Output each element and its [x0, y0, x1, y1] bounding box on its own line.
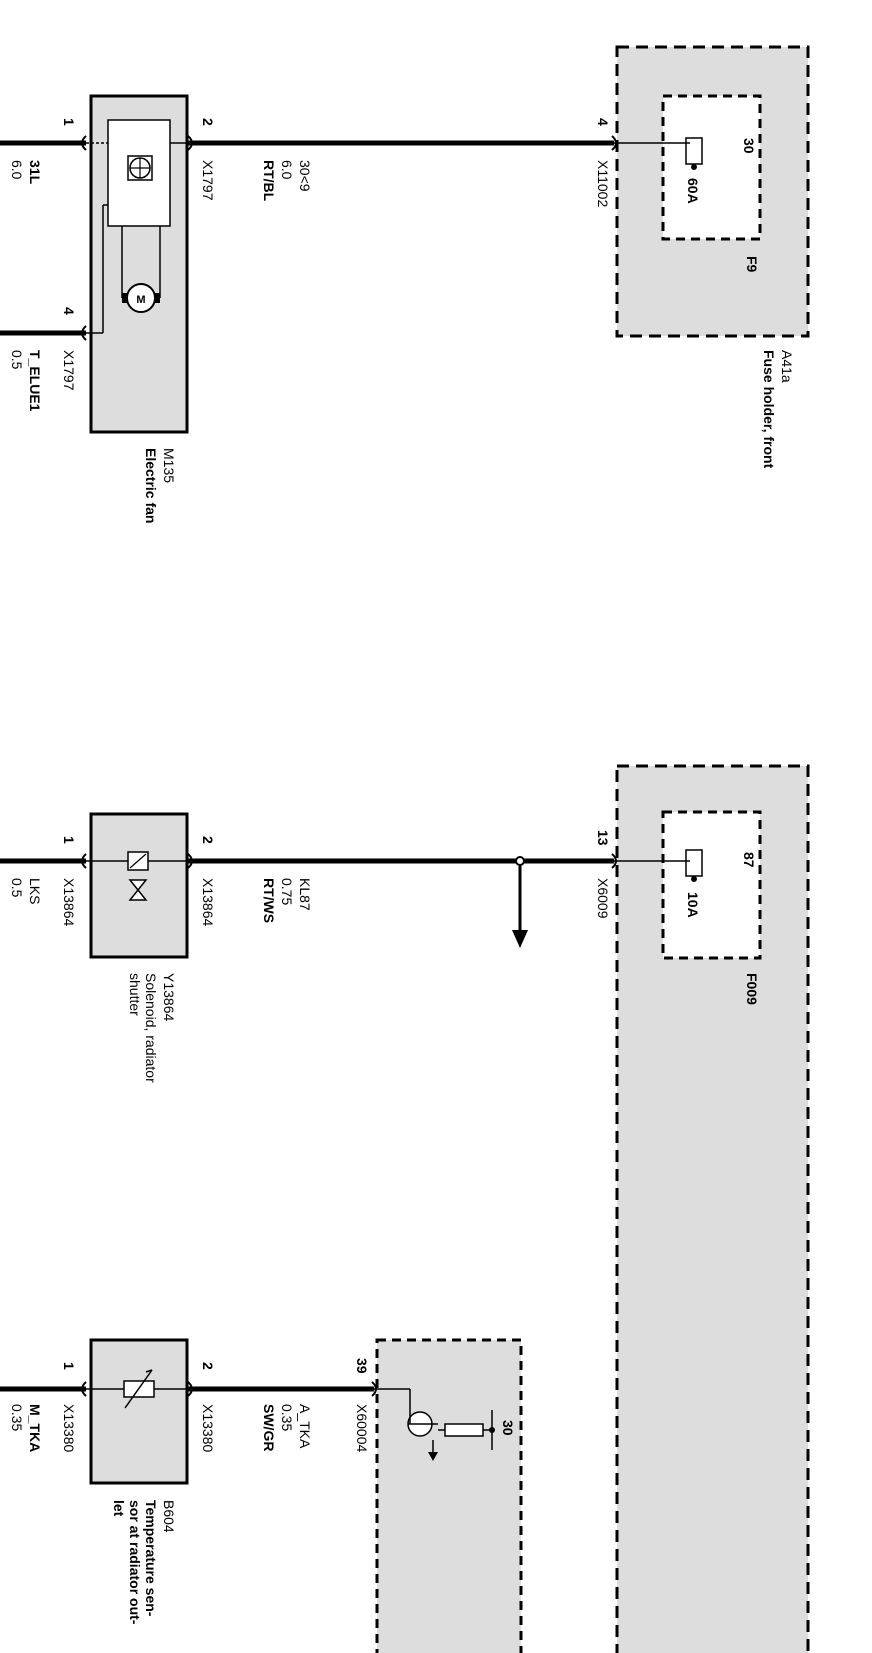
wire-31l-signal: 31L [27, 160, 43, 185]
wire-kl87-signal: KL87 [297, 878, 313, 911]
solenoid-pin-2: 2 [200, 836, 216, 844]
solenoid-id: Y13864 [161, 973, 177, 1021]
pin-markers [81, 135, 617, 1397]
fan-relay-square [127, 155, 153, 181]
fuse-holder-id: A41a [779, 350, 795, 383]
fan-id: M135 [161, 448, 177, 483]
sensor-name-3: let [111, 1500, 127, 1517]
sensor-id: B604 [161, 1500, 177, 1533]
temp-sensor-component [89, 1338, 189, 1485]
labels: 4 X11002 30 60A F9 A41a Fuse holder, fro… [9, 118, 795, 1625]
splice-dot [515, 856, 525, 866]
wire-31l-size: 6.0 [9, 160, 25, 180]
solenoid-pin-1: 1 [61, 836, 77, 844]
wire-a-tka-signal: A_TKA [297, 1404, 313, 1449]
fuse-f009-terminal: 87 [741, 852, 757, 868]
fuse-f009-rating: 10A [685, 892, 701, 918]
fuse-f009-icon [685, 849, 703, 877]
down-arrow-icon [512, 930, 528, 948]
wire-m-tka-size: 0.35 [9, 1404, 25, 1431]
pin-13-fuse: 13 [595, 830, 611, 846]
fuse-holder-name: Fuse holder, front [761, 350, 777, 469]
ecu-terminal-30: 30 [500, 1420, 516, 1436]
wire-30-9-size: 6.0 [279, 160, 295, 180]
fuse-f9-id: F9 [744, 256, 760, 273]
fan-relay-box [107, 119, 171, 227]
sensor-pin-1: 1 [61, 1362, 77, 1370]
wire-a-tka-color: SW/GR [261, 1404, 277, 1451]
pin-4-fuse: 4 [595, 118, 611, 126]
solenoid-name-2: shutter [127, 973, 143, 1016]
fuse-f9-terminal-dot [691, 164, 697, 170]
wire-lks-signal: LKS [27, 878, 43, 904]
fuse-f009-id: F009 [744, 973, 760, 1005]
wire-t-elue1-size: 0.5 [9, 350, 25, 370]
ecu-box [375, 1338, 523, 1653]
fan-pin-2: 2 [200, 118, 216, 126]
ground-arrow-icon [428, 1452, 438, 1461]
valve-icon [128, 879, 148, 892]
sensor-pin-2: 2 [200, 1362, 216, 1370]
sensor-connector-bottom: X13380 [61, 1404, 77, 1452]
fuse-f009-box [661, 810, 762, 960]
fuse-f009-terminal-dot [691, 876, 697, 882]
fuse-f9-icon [685, 137, 703, 165]
wire-m-tka-signal: M_TKA [27, 1404, 43, 1452]
ecu-pin-39: 39 [354, 1358, 370, 1374]
wire-a-tka-size: 0.35 [279, 1404, 295, 1431]
wire-kl87-size: 0.75 [279, 878, 295, 905]
sensor-name-1: Temperature sen- [143, 1500, 159, 1617]
fan-pin-1: 1 [61, 118, 77, 126]
wire-kl87-color: RT/WS [261, 878, 277, 923]
solenoid-name-1: Solenoid, radiator [143, 973, 159, 1083]
solenoid-connector-top: X13864 [200, 878, 216, 926]
fan-connector-bottom: X1797 [61, 350, 77, 391]
svg-text:M: M [136, 294, 145, 306]
sensor-name-2: sor at radiator out- [127, 1500, 143, 1625]
fan-name: Electric fan [143, 448, 159, 523]
fan-connector-top: X1797 [200, 160, 216, 201]
ecu-resistor-icon [444, 1423, 484, 1437]
sensor-connector-top: X13380 [200, 1404, 216, 1452]
solenoid-connector-bottom: X13864 [61, 878, 77, 926]
ecu-connector: X60004 [354, 1404, 370, 1452]
connector-x6009: X6009 [595, 878, 611, 919]
connector-x11002: X11002 [595, 160, 611, 207]
wire-t-elue1-signal: T_ELUE1 [27, 350, 43, 412]
wire-30-9-color: RT/BL [261, 160, 277, 202]
fan-pin-4: 4 [61, 307, 77, 315]
fuse-f9-rating: 60A [685, 178, 701, 204]
fuse-f9-box [661, 94, 762, 241]
wire-30-9-signal: 30<9 [297, 160, 313, 192]
fuse-f9-terminal: 30 [741, 138, 757, 154]
wire-lks-size: 0.5 [9, 878, 25, 898]
